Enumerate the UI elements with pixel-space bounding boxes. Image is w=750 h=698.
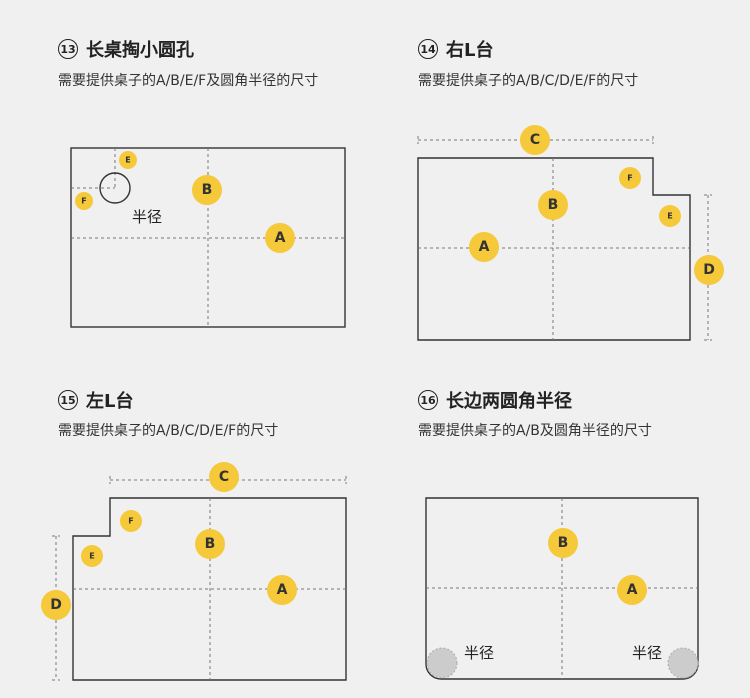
- p13-marker-a-label: A: [275, 230, 286, 246]
- p15-table-outline: [72, 497, 347, 681]
- p15-marker-a: A: [267, 575, 297, 605]
- p16-marker-b: B: [548, 528, 578, 558]
- p14-table-outline: [417, 157, 691, 341]
- p15-marker-d: D: [41, 590, 71, 620]
- p13-marker-e: E: [119, 151, 137, 169]
- panel-13-number: 13: [58, 39, 78, 59]
- panel-15-number: 15: [58, 390, 78, 410]
- p16-marker-a-label: A: [627, 582, 638, 598]
- p14-marker-b: B: [538, 190, 568, 220]
- panel-15-title: 15 左L台: [58, 387, 133, 413]
- p13-marker-a: A: [265, 223, 295, 253]
- p14-marker-e-label: E: [667, 212, 672, 221]
- p13-marker-b: B: [192, 175, 222, 205]
- p13-marker-b-label: B: [202, 182, 213, 198]
- p14-marker-f-label: F: [627, 174, 632, 183]
- p14-marker-d-label: D: [703, 262, 715, 278]
- panel-13-subtitle: 需要提供桌子的A/B/E/F及圆角半径的尺寸: [58, 73, 319, 89]
- panel-16-subtitle: 需要提供桌子的A/B及圆角半径的尺寸: [418, 423, 652, 439]
- p16-corner-right: [667, 647, 699, 679]
- panel-16-number: 16: [418, 390, 438, 410]
- p13-marker-f: F: [75, 192, 93, 210]
- p14-marker-a: A: [469, 232, 499, 262]
- p14-marker-b-label: B: [548, 197, 559, 213]
- p15-marker-f: F: [120, 510, 142, 532]
- p13-hole: [99, 172, 131, 204]
- panel-13-title: 13 长桌掏小圆孔: [58, 36, 194, 62]
- p15-marker-b-label: B: [205, 536, 216, 552]
- panel-14-number: 14: [418, 39, 438, 59]
- panel-14-title: 14 右L台: [418, 36, 493, 62]
- p15-marker-d-label: D: [50, 597, 62, 613]
- p14-marker-f: F: [619, 167, 641, 189]
- panel-16-diagram: B A 半径 半径: [425, 497, 699, 680]
- panel-16-title-text: 长边两圆角半径: [446, 391, 572, 412]
- p16-marker-b-label: B: [558, 535, 569, 551]
- p14-marker-c: C: [520, 125, 550, 155]
- p14-marker-c-label: C: [530, 132, 540, 148]
- p15-marker-e: E: [81, 545, 103, 567]
- panel-13-title-text: 长桌掏小圆孔: [86, 40, 194, 61]
- p14-marker-e: E: [659, 205, 681, 227]
- p15-marker-a-label: A: [277, 582, 288, 598]
- p16-radius-left-label: 半径: [464, 644, 494, 662]
- p16-radius-right-label: 半径: [632, 644, 662, 662]
- panel-15-diagram: C B A F E D: [41, 462, 347, 681]
- p13-marker-f-label: F: [81, 197, 86, 206]
- panel-15-title-text: 左L台: [86, 391, 134, 412]
- p15-marker-e-label: E: [89, 552, 94, 561]
- p16-corner-left: [426, 647, 458, 679]
- p16-marker-a: A: [617, 575, 647, 605]
- panel-16-title: 16 长边两圆角半径: [418, 387, 572, 413]
- panel-14-subtitle: 需要提供桌子的A/B/C/D/E/F的尺寸: [418, 73, 639, 89]
- panel-14-title-text: 右L台: [446, 40, 494, 61]
- p15-marker-b: B: [195, 529, 225, 559]
- p15-marker-f-label: F: [128, 517, 133, 526]
- p14-marker-a-label: A: [479, 239, 490, 255]
- panel-13-diagram: E F B A 半径: [70, 147, 346, 328]
- p13-radius-label: 半径: [132, 208, 162, 226]
- p14-marker-d: D: [694, 255, 724, 285]
- p16-table-outline: [425, 497, 699, 680]
- p15-marker-c: C: [209, 462, 239, 492]
- p13-marker-e-label: E: [125, 156, 130, 165]
- panel-15-subtitle: 需要提供桌子的A/B/C/D/E/F的尺寸: [58, 423, 279, 439]
- panel-14-diagram: C B A F E D: [417, 125, 724, 341]
- p15-marker-c-label: C: [219, 469, 229, 485]
